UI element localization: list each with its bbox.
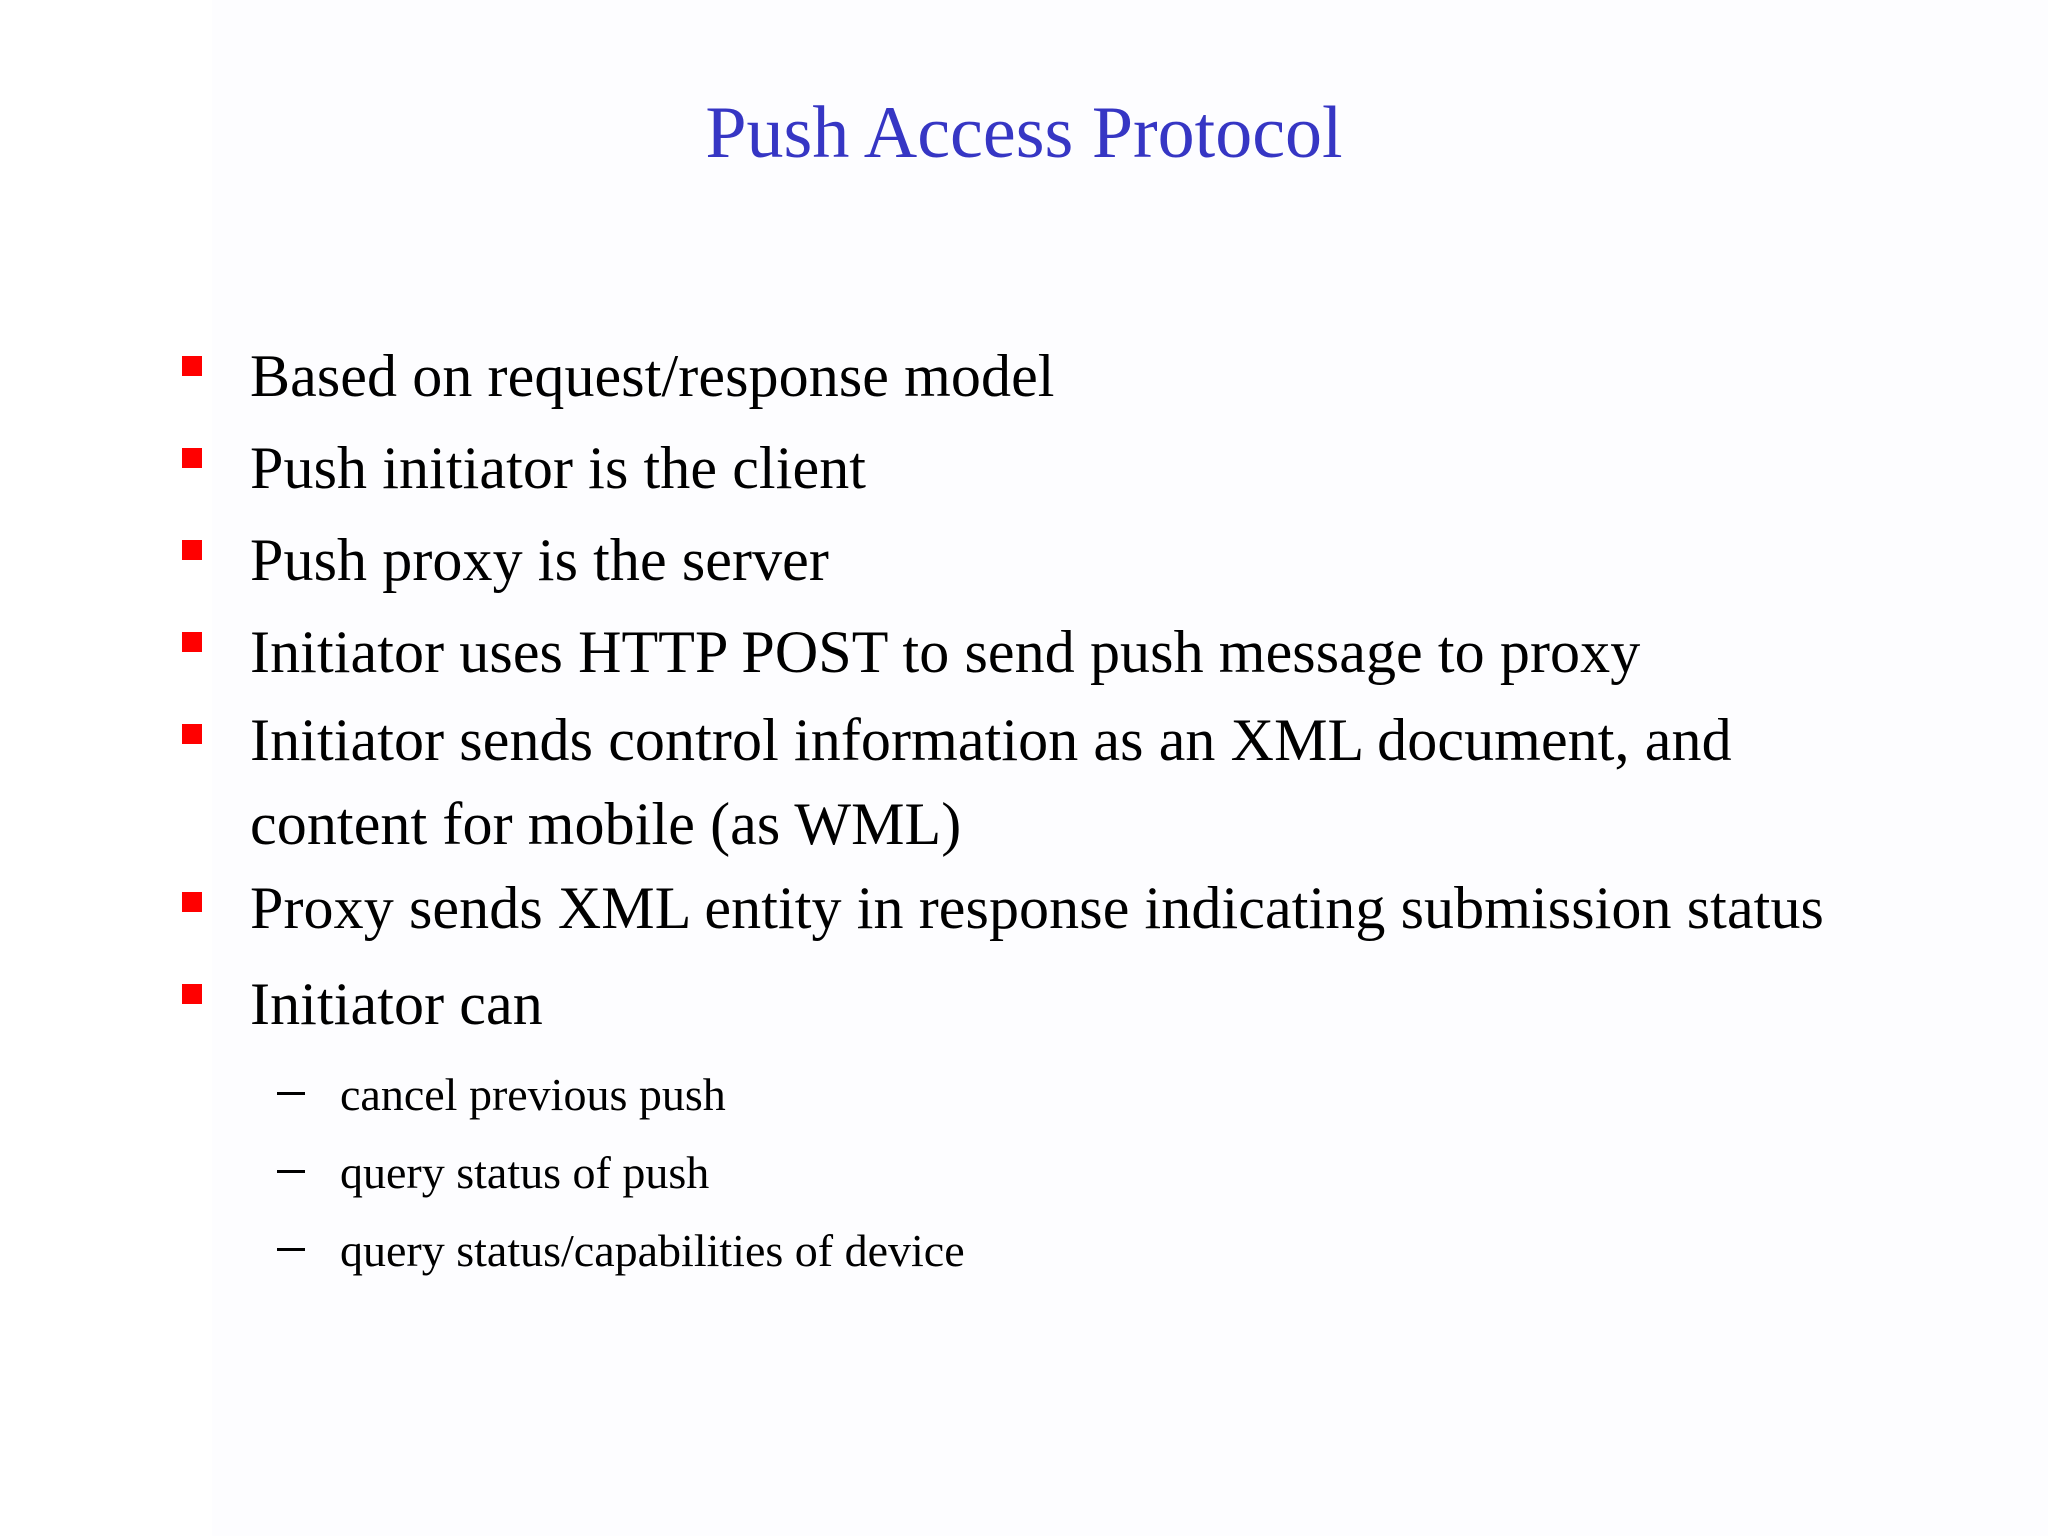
list-item: Push proxy is the server (0, 514, 2048, 606)
sub-list-item: cancel previous push (0, 1056, 2048, 1134)
list-item-label: Initiator can (250, 971, 543, 1037)
square-bullet-icon (182, 448, 202, 468)
sub-bullet-list: cancel previous push query status of pus… (0, 1056, 2048, 1290)
sub-list-item-label: cancel previous push (340, 1069, 726, 1120)
content-panel (212, 0, 2048, 1536)
list-item: Push initiator is the client (0, 422, 2048, 514)
square-bullet-icon (182, 984, 202, 1004)
list-item: Based on request/response model (0, 330, 2048, 422)
list-item: Initiator can (0, 958, 2048, 1050)
square-bullet-icon (182, 540, 202, 560)
dash-bullet-icon (277, 1170, 305, 1173)
page-title: Push Access Protocol (705, 92, 1343, 174)
bullet-list: Based on request/response model Push ini… (0, 330, 2048, 1290)
dash-bullet-icon (277, 1248, 305, 1251)
sub-list-item: query status of push (0, 1134, 2048, 1212)
square-bullet-icon (182, 892, 202, 912)
list-item: Initiator sends control information as a… (0, 698, 2048, 866)
list-item: Proxy sends XML entity in response indic… (0, 866, 2048, 958)
square-bullet-icon (182, 356, 202, 376)
list-item-label: Proxy sends XML entity in response indic… (250, 875, 1825, 941)
list-item: Initiator uses HTTP POST to send push me… (0, 606, 2048, 698)
list-item-label: Push proxy is the server (250, 527, 829, 593)
list-item-label: Based on request/response model (250, 343, 1055, 409)
dash-bullet-icon (277, 1092, 305, 1095)
list-item-label: Push initiator is the client (250, 435, 867, 501)
list-item-label: Initiator sends control information as a… (250, 707, 1732, 857)
square-bullet-icon (182, 724, 202, 744)
square-bullet-icon (182, 632, 202, 652)
sub-list-item: query status/capabilities of device (0, 1212, 2048, 1290)
sub-list-item-label: query status of push (340, 1147, 710, 1198)
sub-list-item-label: query status/capabilities of device (340, 1225, 965, 1276)
list-item-label: Initiator uses HTTP POST to send push me… (250, 619, 1641, 685)
